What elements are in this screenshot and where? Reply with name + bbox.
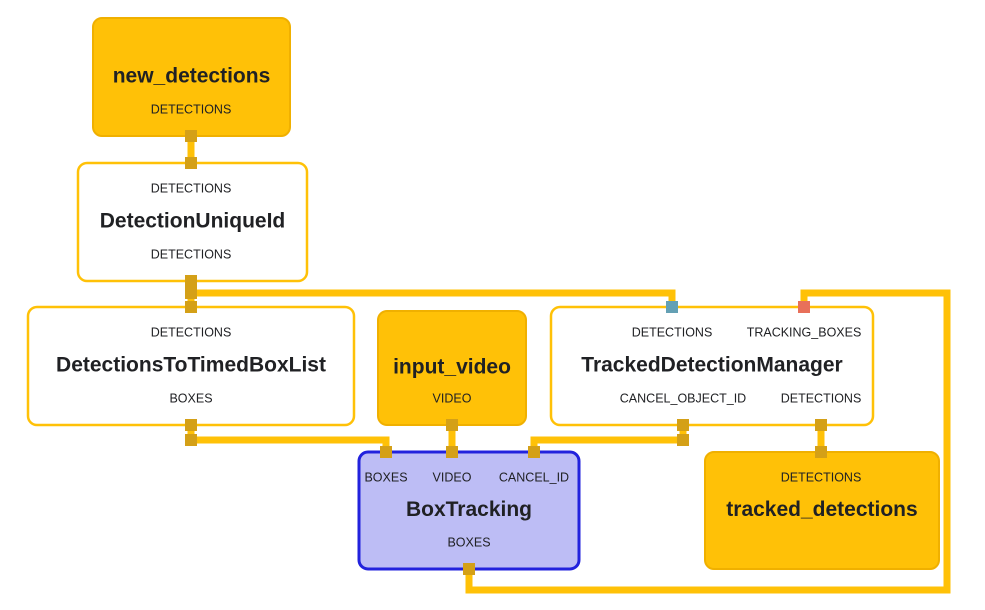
- input-port-detections[interactable]: [666, 301, 678, 313]
- node-title: new_detections: [113, 65, 271, 88]
- input-port-detections[interactable]: [815, 446, 827, 458]
- output-port-label-video: VIDEO: [433, 391, 472, 405]
- node-title: BoxTracking: [406, 498, 532, 521]
- input-port-video[interactable]: [446, 446, 458, 458]
- node-body[interactable]: [549, 305, 875, 427]
- output-port-label-boxes: BOXES: [447, 535, 490, 549]
- ports-layer: [185, 130, 827, 575]
- graph-edge[interactable]: [187, 425, 390, 452]
- output-port-detections[interactable]: [185, 275, 197, 287]
- graph-edge[interactable]: [530, 425, 687, 452]
- input-port-label-tracking_boxes: TRACKING_BOXES: [747, 325, 862, 339]
- output-port-label-detections: DETECTIONS: [151, 247, 232, 261]
- input-port-detections[interactable]: [185, 301, 197, 313]
- output-port-label-detections: DETECTIONS: [151, 102, 232, 116]
- output-port-detections[interactable]: [185, 130, 197, 142]
- output-port-boxes[interactable]: [185, 419, 197, 431]
- output-port-cancel_object_id[interactable]: [677, 419, 689, 431]
- input-port-cancel_id[interactable]: [528, 446, 540, 458]
- edge-junction-detections-bus[interactable]: [185, 287, 197, 299]
- edge-junction-cancel-object-id[interactable]: [677, 434, 689, 446]
- output-port-boxes[interactable]: [463, 563, 475, 575]
- input-port-tracking_boxes[interactable]: [798, 301, 810, 313]
- input-port-label-cancel_id: CANCEL_ID: [499, 470, 569, 484]
- graph-node-DetectionsToTimedBoxList[interactable]: DetectionsToTimedBoxList DETECTIONS BOXES: [26, 305, 356, 427]
- output-port-label-detections: DETECTIONS: [781, 391, 862, 405]
- graph-edge[interactable]: [191, 289, 676, 307]
- node-title: tracked_detections: [726, 498, 917, 521]
- graph-edge[interactable]: [465, 289, 951, 594]
- input-port-label-boxes: BOXES: [364, 470, 407, 484]
- output-port-detections[interactable]: [815, 419, 827, 431]
- input-port-label-detections: DETECTIONS: [632, 325, 713, 339]
- node-title: TrackedDetectionManager: [581, 354, 842, 377]
- nodes-layer: new_detectionsDETECTIONSDetectionUniqueI…: [26, 17, 940, 571]
- output-port-label-cancel_object_id: CANCEL_OBJECT_ID: [620, 391, 746, 405]
- input-port-label-video: VIDEO: [433, 470, 472, 484]
- input-port-label-detections: DETECTIONS: [151, 325, 232, 339]
- output-port-label-boxes: BOXES: [169, 391, 212, 405]
- edge-junction-boxes[interactable]: [185, 434, 197, 446]
- output-port-video[interactable]: [446, 419, 458, 431]
- node-title: DetectionsToTimedBoxList: [56, 354, 326, 377]
- node-title: DetectionUniqueId: [100, 210, 286, 233]
- node-title: input_video: [393, 356, 511, 379]
- graph-node-tracked_detections[interactable]: tracked_detections DETECTIONS: [704, 451, 940, 570]
- input-port-boxes[interactable]: [380, 446, 392, 458]
- input-port-detections[interactable]: [185, 157, 197, 169]
- input-port-label-detections: DETECTIONS: [781, 470, 862, 484]
- input-port-label-detections: DETECTIONS: [151, 181, 232, 195]
